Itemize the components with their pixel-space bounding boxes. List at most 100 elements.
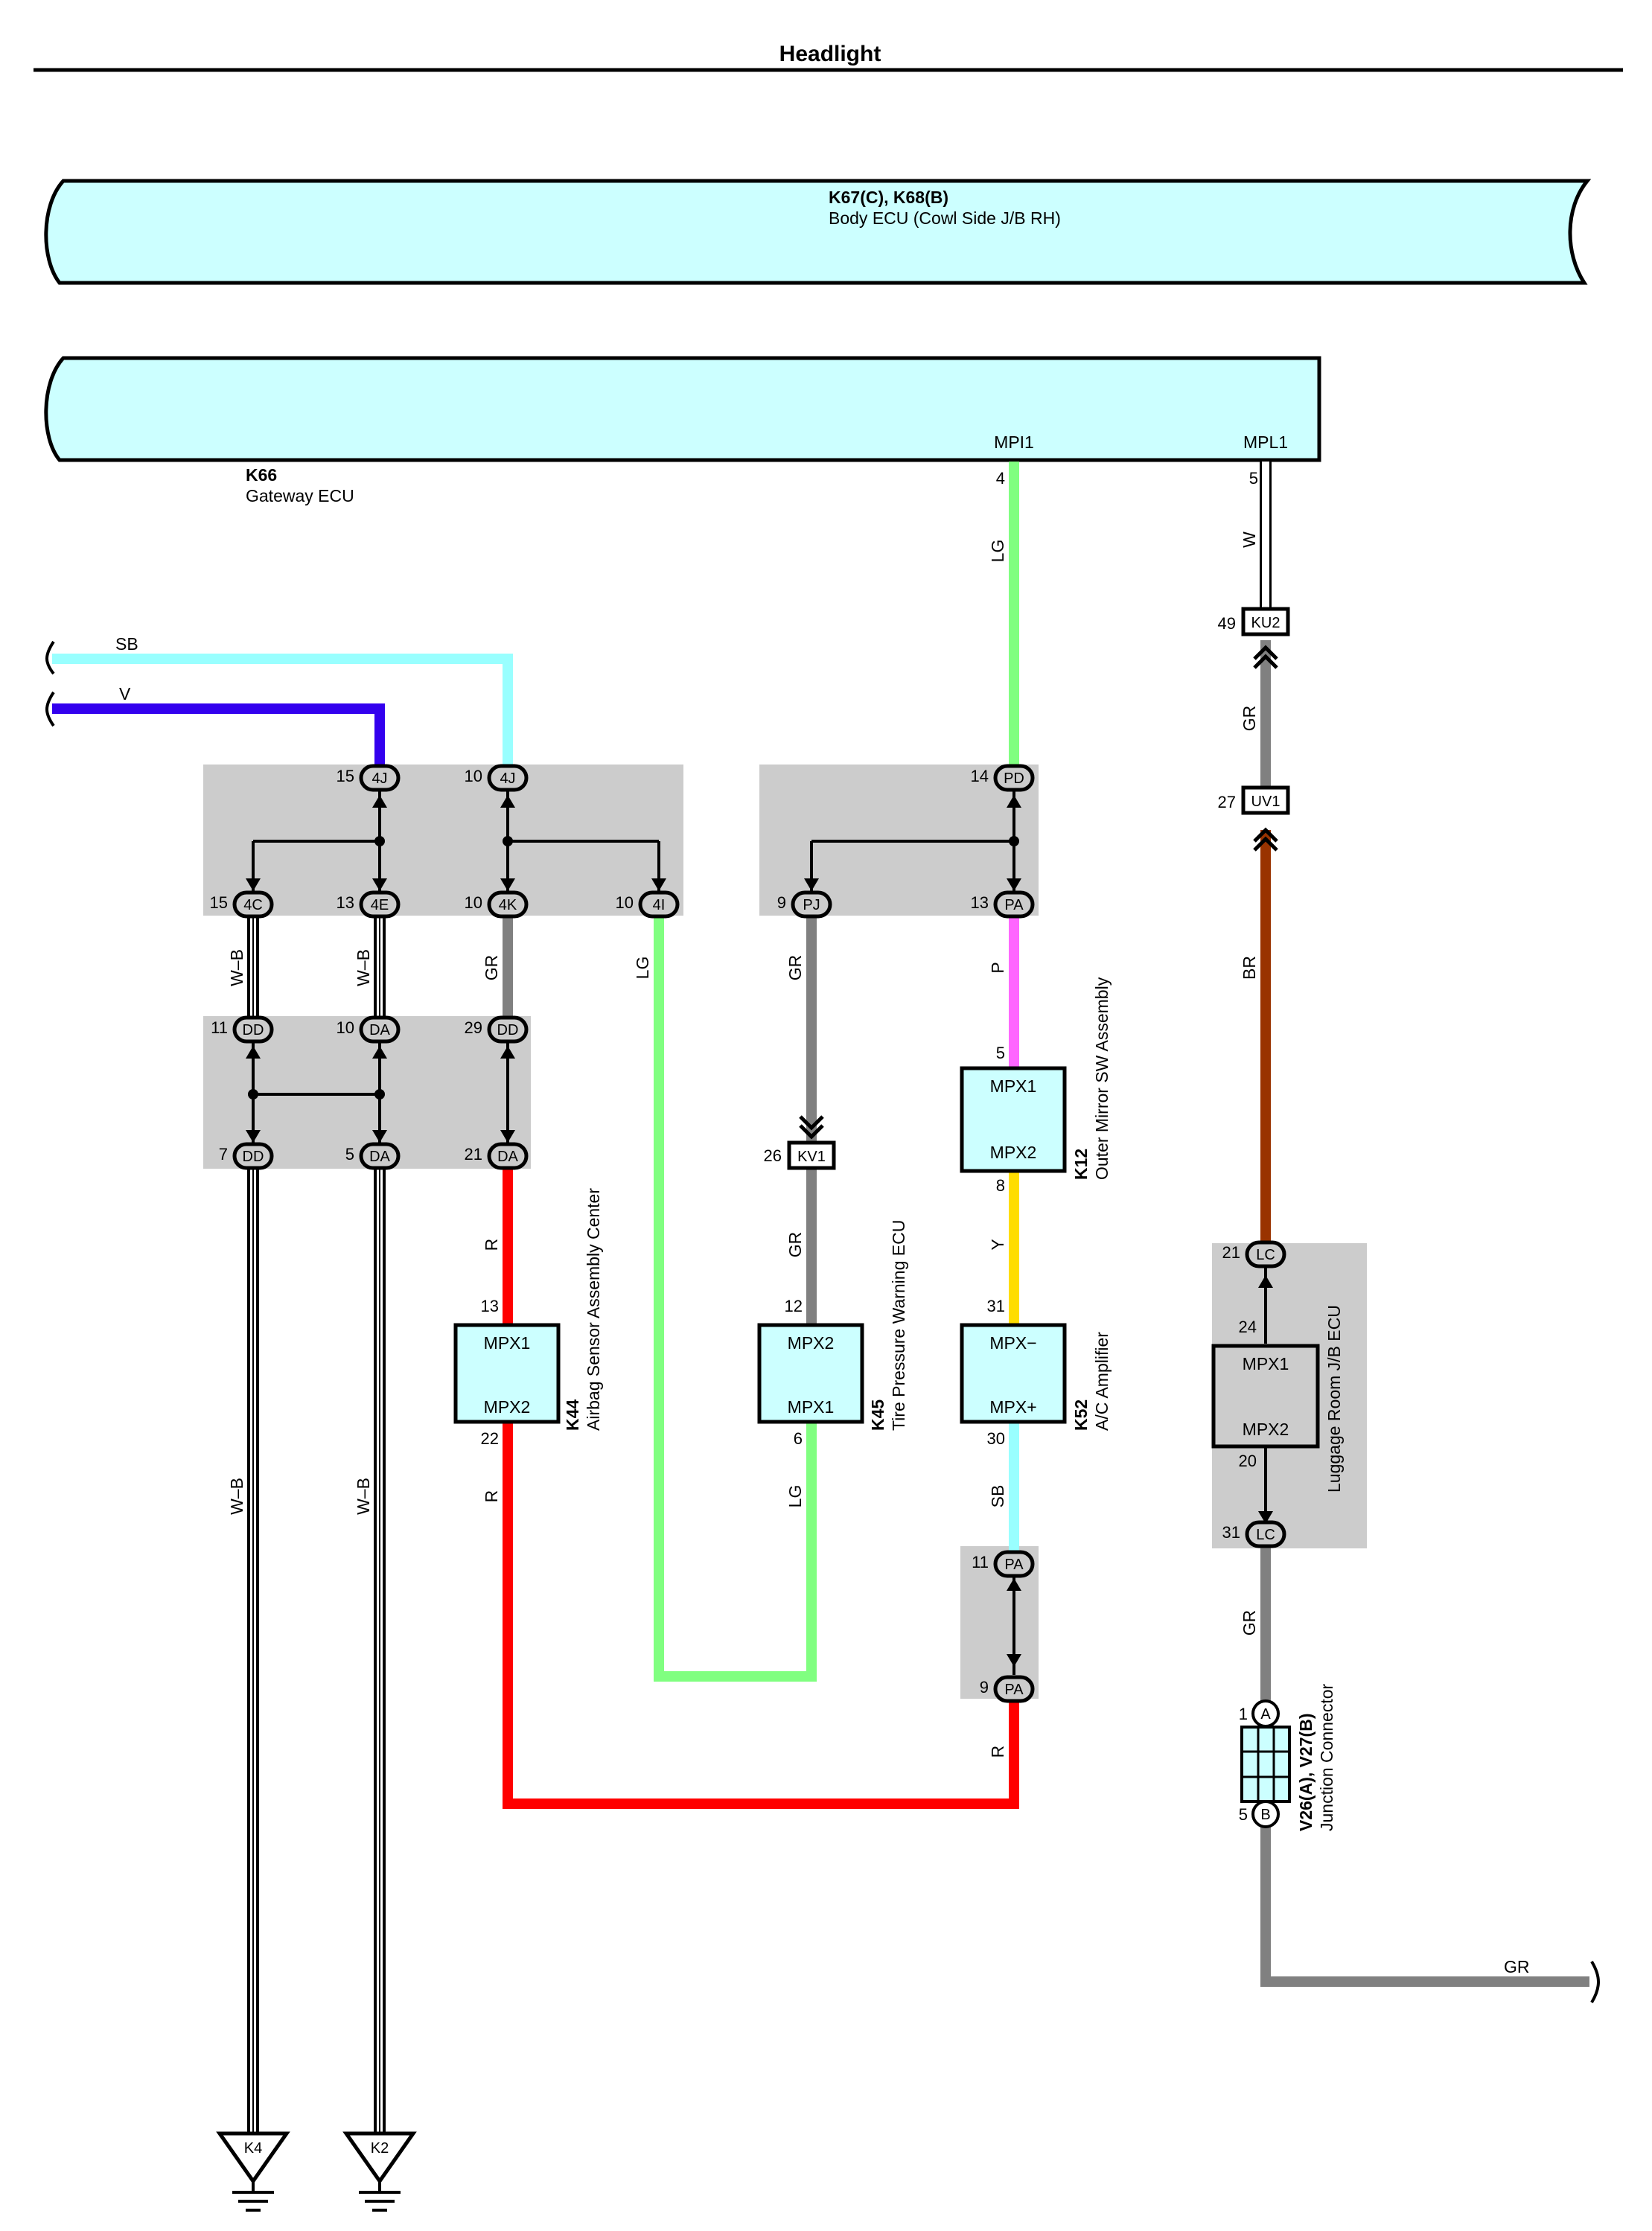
luggage-name: Luggage Room J/B ECU — [1324, 1305, 1344, 1493]
wire-labels: SB V LG W GR BR W–B W–B GR LG GR P R GR … — [115, 532, 1530, 1976]
k45-code: K45 — [868, 1399, 887, 1431]
pin-num: 31 — [987, 1297, 1005, 1315]
component-k12: MPX1 MPX2 K12 Outer Mirror SW Assembly — [960, 977, 1112, 1180]
luggage-pin-top: MPX1 — [1243, 1354, 1289, 1373]
wire-label: W — [1240, 532, 1259, 548]
wire-label: R — [482, 1239, 501, 1251]
connector-j4C: 4C — [232, 890, 274, 919]
pin-num: 15 — [210, 893, 228, 912]
k52-name: A/C Amplifier — [1092, 1332, 1112, 1431]
k44-code: K44 — [563, 1399, 582, 1431]
box-connector-uv1: UV1 — [1241, 785, 1290, 815]
terminal-a-label: A — [1260, 1706, 1271, 1723]
wire-label: R — [482, 1490, 501, 1503]
connector-j4E: 4E — [359, 890, 401, 919]
pin-num: 6 — [794, 1429, 803, 1448]
connector-jDA_21: DA — [487, 1142, 529, 1170]
connector-jPD: PD — [993, 764, 1035, 792]
connector-label: PA — [1004, 1557, 1024, 1573]
wire-label: W–B — [354, 1478, 373, 1515]
wire-label: LG — [785, 1485, 805, 1508]
connector-jPA_9: PA — [993, 1675, 1035, 1703]
connector-jDD_29: DD — [487, 1015, 529, 1044]
ground-k2: K2 — [342, 2131, 417, 2212]
connector-label: LC — [1256, 1527, 1275, 1543]
uv1-label: UV1 — [1251, 794, 1281, 810]
pin-num: 9 — [980, 1678, 989, 1697]
connector-label: 4K — [499, 897, 517, 913]
wire-label: R — [988, 1746, 1007, 1758]
pin-num: 21 — [465, 1145, 482, 1164]
pin-num: 26 — [764, 1146, 782, 1165]
pin-num: 13 — [481, 1297, 499, 1315]
component-luggage: MPX1 MPX2 Luggage Room J/B ECU — [1211, 1305, 1344, 1493]
box-connector-ku2: KU2 — [1241, 607, 1290, 636]
connector-label: 4I — [653, 897, 666, 913]
connector-label: DD — [243, 1022, 264, 1038]
body-ecu-name: Body ECU (Cowl Side J/B RH) — [829, 208, 1061, 228]
pin-num: 9 — [777, 893, 786, 912]
body-ecu-code: K67(C), K68(B) — [829, 188, 948, 207]
k44-name: Airbag Sensor Assembly Center — [584, 1188, 603, 1431]
pin-num: 13 — [971, 893, 989, 912]
connector-label: 4E — [371, 897, 389, 913]
pin-num: 49 — [1218, 614, 1236, 633]
connector-label: PJ — [803, 897, 820, 913]
wire-gr-bottom — [1260, 1824, 1589, 1987]
connector-jDD_7: DD — [232, 1142, 274, 1170]
pin-num: 10 — [465, 893, 482, 912]
connector-label: PD — [1004, 770, 1024, 787]
wire-label: BR — [1240, 956, 1259, 980]
pin-num: 5 — [1249, 469, 1258, 488]
k12-pin-top: MPX1 — [990, 1076, 1037, 1096]
connector-j4J_10: 4J — [487, 764, 529, 792]
k12-code: K12 — [1071, 1149, 1091, 1180]
pin-num: 8 — [996, 1176, 1005, 1195]
junction-dot — [374, 836, 385, 846]
wire-label: W–B — [227, 949, 246, 986]
gateway-pin-mpi1: MPI1 — [994, 433, 1034, 452]
junction-code: V26(A), V27(B) — [1296, 1714, 1315, 1831]
pin-num: 11 — [211, 1018, 228, 1037]
pin-num: 11 — [972, 1553, 989, 1571]
wire-label: GR — [1504, 1957, 1530, 1976]
wire-label: SB — [988, 1485, 1007, 1508]
gateway-pin-mpl1: MPL1 — [1243, 433, 1288, 452]
junction-dot — [1009, 836, 1019, 846]
connector-j4K: 4K — [487, 890, 529, 919]
wire-v — [52, 703, 385, 778]
pin-num: 4 — [996, 469, 1005, 488]
connector-label: 4J — [371, 770, 387, 787]
wire-label: LG — [633, 957, 652, 980]
box-connector-kv1: KV1 — [787, 1140, 836, 1170]
component-k44: MPX1 MPX2 K44 Airbag Sensor Assembly Cen… — [453, 1188, 603, 1431]
pin-num: 22 — [481, 1429, 499, 1448]
wire-label: V — [119, 684, 131, 703]
connector-j4I: 4I — [638, 890, 680, 919]
pin-numbers: 4 5 49 27 15 10 14 15 13 10 10 9 13 11 1… — [210, 469, 1258, 1824]
gateway-ecu-name: Gateway ECU — [246, 486, 354, 505]
wire-label: P — [988, 962, 1007, 973]
pin-num: 10 — [465, 767, 482, 785]
junction-terminal-b: B — [1251, 1800, 1280, 1828]
wire-label: GR — [785, 1232, 805, 1258]
connector-label: 4J — [500, 770, 515, 787]
wire-label: GR — [1240, 706, 1259, 732]
wire-edge-left-top — [45, 640, 55, 727]
connector-label: 4C — [243, 897, 263, 913]
page-title: Headlight — [779, 42, 881, 66]
ground-k4-label: K4 — [244, 2140, 262, 2157]
wire-r-k44 — [503, 1418, 1019, 1809]
pin-num: 10 — [337, 1018, 354, 1037]
pin-num: 29 — [465, 1018, 482, 1037]
pin-num: 7 — [219, 1145, 228, 1164]
connector-label: DA — [369, 1022, 390, 1038]
pin-num: 13 — [337, 893, 354, 912]
k45-pin-top: MPX2 — [788, 1333, 835, 1353]
luggage-pin-bottom: MPX2 — [1243, 1420, 1289, 1439]
body-ecu: K67(C), K68(B) Body ECU (Cowl Side J/B R… — [44, 179, 1592, 285]
gateway-ecu-code: K66 — [246, 465, 277, 485]
k12-name: Outer Mirror SW Assembly — [1092, 977, 1112, 1180]
connector-jPA_13: PA — [993, 890, 1035, 919]
